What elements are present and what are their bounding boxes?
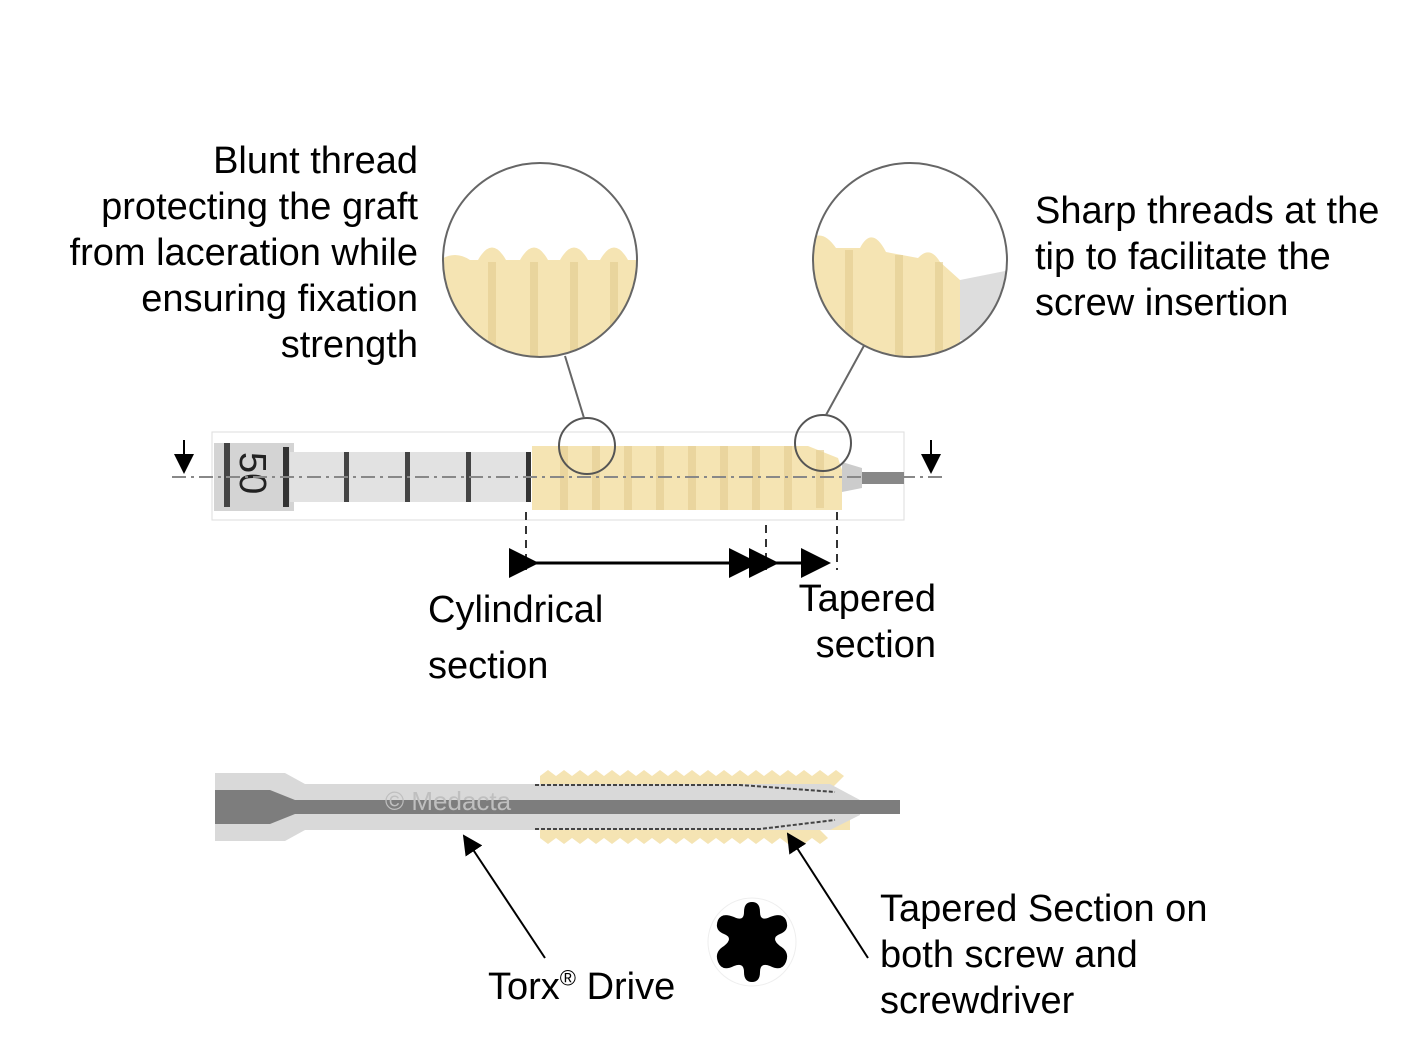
sharp-leader-line: [825, 341, 867, 416]
torx-icon: [707, 897, 797, 987]
torx-text: Torx: [488, 966, 560, 1008]
sharp-threads-label: Sharp threads at the tip to facilitate t…: [1035, 190, 1380, 324]
dimension-extension-lines: [525, 512, 838, 570]
sharp-magnifier-ring: [812, 162, 1008, 358]
blunt-thread-focus-circle: [558, 417, 616, 475]
blunt-thread-label: Blunt thread protecting the graft from l…: [69, 140, 418, 366]
tapered-both-label: Tapered Section on both screw and screwd…: [880, 888, 1208, 1022]
depth-marking: 50: [231, 452, 273, 494]
watermark: © Medacta: [385, 786, 512, 816]
blunt-magnifier-ring: [442, 162, 638, 358]
torx-drive-label: Torx® Drive: [488, 964, 675, 1010]
sharp-thread-magnified: [813, 235, 1007, 357]
blunt-thread-magnified: [443, 247, 637, 357]
sharp-thread-focus-circle: [794, 414, 852, 472]
blunt-leader-line: [564, 355, 585, 419]
tapered-section-label: Tapered section: [798, 578, 936, 666]
tapered-leader-arrow: [786, 832, 869, 959]
cross-section-assembly: [215, 770, 900, 844]
torx-leader-arrow: [462, 834, 546, 959]
cylindrical-section-label: Cylindrical section: [428, 589, 604, 687]
registered-mark: ®: [559, 965, 577, 991]
drive-text: Drive: [576, 966, 676, 1008]
